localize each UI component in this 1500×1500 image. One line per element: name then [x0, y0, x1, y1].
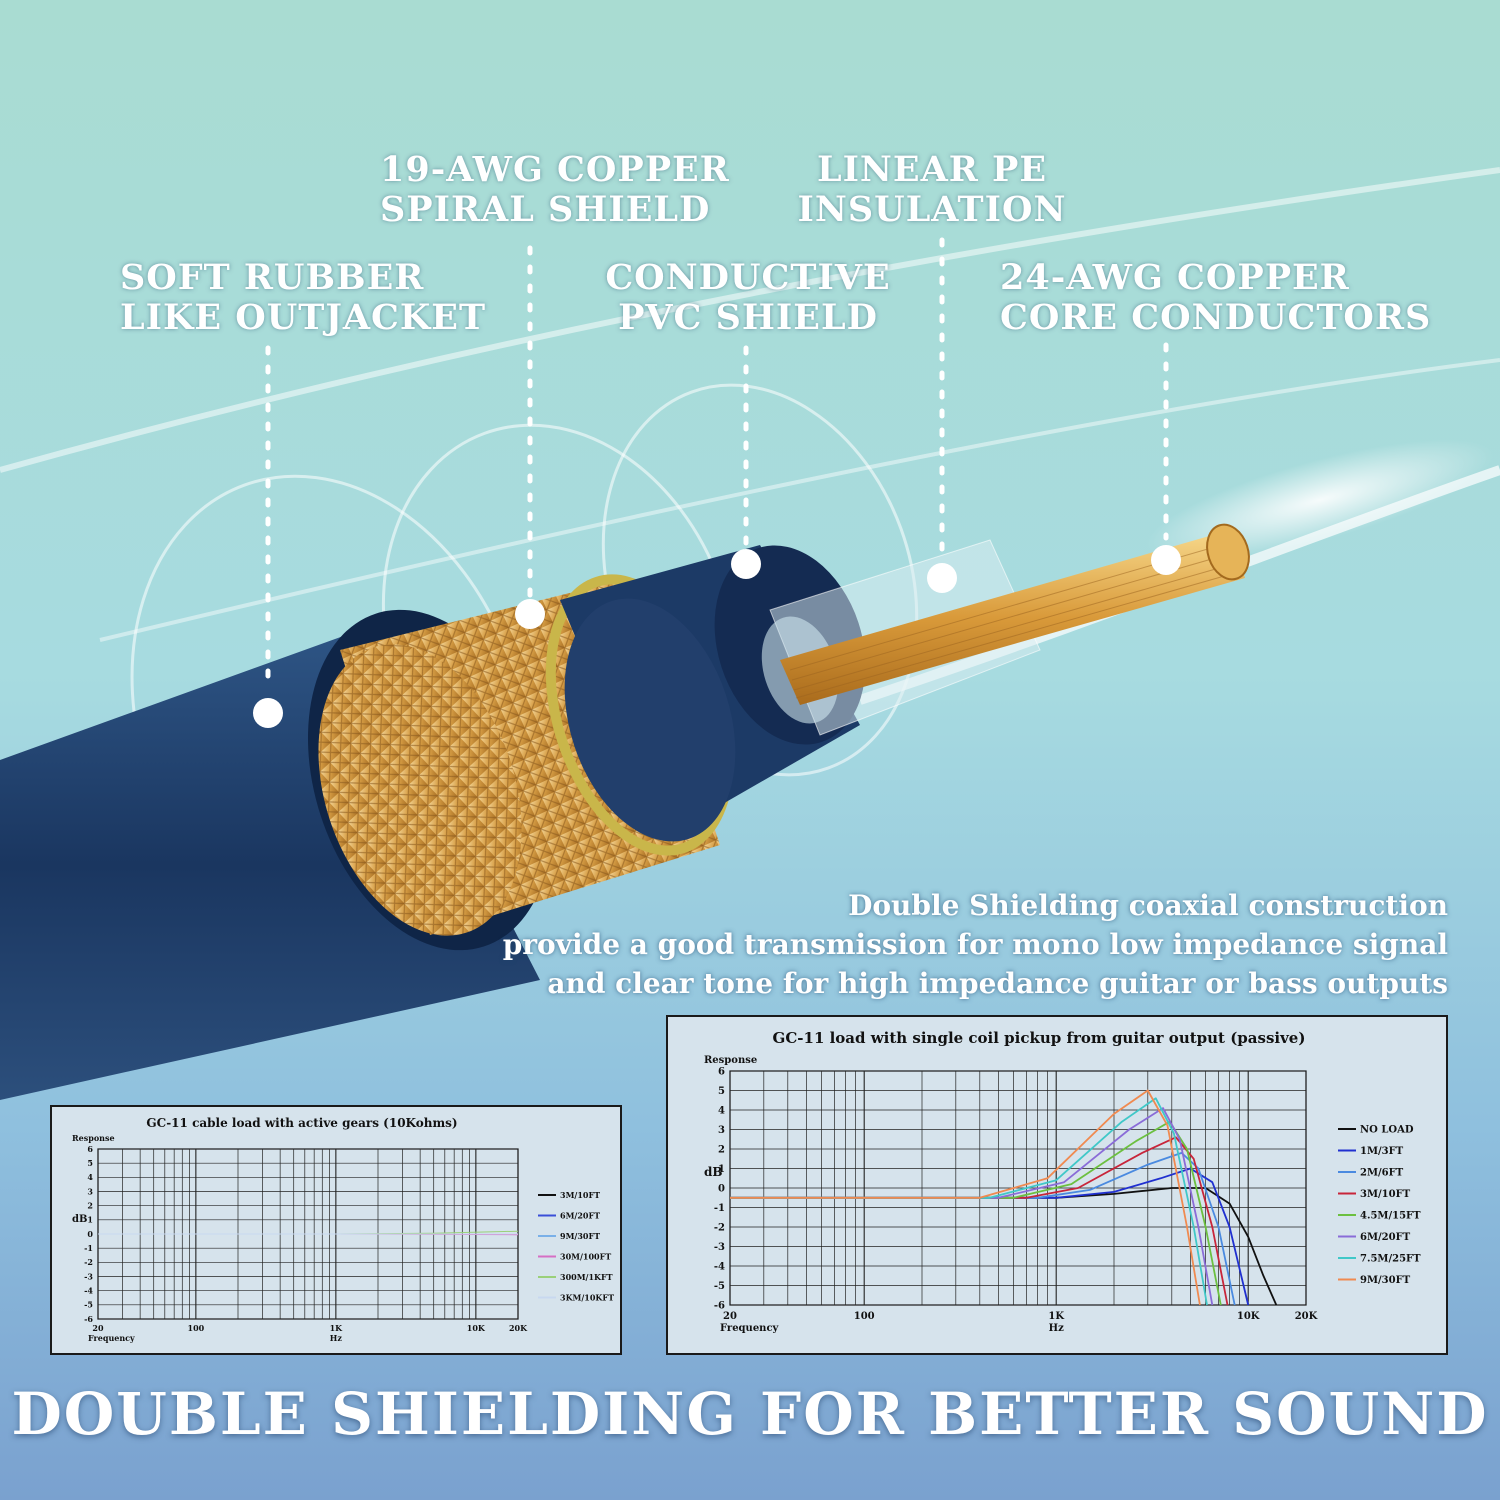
- y-tick-label: -1: [714, 1203, 725, 1214]
- y-tick-label: 2: [87, 1200, 93, 1210]
- y-tick-label: -2: [714, 1223, 725, 1234]
- y-tick-label: 4: [718, 1106, 725, 1117]
- chart-single-coil: GC-11 load with single coil pickup from …: [666, 1015, 1448, 1355]
- x-axis-label: Frequency: [720, 1323, 780, 1334]
- x-tick-label: 1K: [1048, 1311, 1064, 1322]
- label-pvc-shield-line1: CONDUCTIVE: [605, 257, 891, 298]
- y-tick-label: -4: [84, 1285, 93, 1295]
- legend-label-2: 9M/30FT: [560, 1231, 600, 1241]
- label-core-line2: CORE CONDUCTORS: [1000, 297, 1432, 338]
- legend-label-1: 1M/3FT: [1360, 1146, 1404, 1157]
- x-tick-label: 10K: [467, 1323, 486, 1333]
- y-tick-label: 1: [718, 1164, 725, 1175]
- x-tick-label: 20K: [1295, 1311, 1318, 1322]
- legend-label-4: 4.5M/15FT: [1360, 1211, 1421, 1222]
- y-tick-label: -1: [84, 1243, 93, 1253]
- y-tick-label: 5: [87, 1158, 93, 1168]
- legend-label-3: 30M/100FT: [560, 1251, 611, 1261]
- y-tick-label: 0: [718, 1184, 725, 1195]
- legend-label-5: 3KM/10KFT: [560, 1292, 614, 1302]
- legend-label-0: 3M/10FT: [560, 1190, 600, 1200]
- y-tick-label: -6: [84, 1314, 93, 1324]
- y-tick-label: -2: [84, 1257, 93, 1267]
- legend-label-2: 2M/6FT: [1360, 1168, 1404, 1179]
- y-tick-label: 1: [87, 1215, 93, 1225]
- label-outjacket-line2: LIKE OUTJACKET: [120, 297, 487, 338]
- y-tick-label: 6: [718, 1067, 725, 1078]
- y-tick-label: -4: [714, 1262, 725, 1273]
- y-tick-label: 4: [87, 1172, 93, 1182]
- legend-label-3: 3M/10FT: [1360, 1189, 1411, 1200]
- x-axis-label: Frequency: [88, 1333, 135, 1343]
- series-line-7: [730, 1089, 1201, 1306]
- x-tick-label: 20: [723, 1311, 737, 1322]
- y-tick-label: 5: [718, 1086, 725, 1097]
- series-line-1: [730, 1167, 1250, 1306]
- label-pvc-shield: CONDUCTIVE PVC SHIELD: [598, 258, 898, 338]
- y-tick-label: -6: [714, 1301, 725, 1312]
- label-spiral-shield: 19-AWG COPPER SPIRAL SHIELD: [380, 149, 730, 230]
- x-tick-label: 20K: [509, 1323, 528, 1333]
- label-outjacket: SOFT RUBBER LIKE OUTJACKET: [120, 257, 487, 338]
- y-axis-top-label: Response: [72, 1133, 115, 1143]
- series-line-5: [730, 1107, 1214, 1306]
- x-tick-label: 100: [188, 1323, 205, 1333]
- chart-single-coil-plot: GC-11 load with single coil pickup from …: [704, 1029, 1421, 1334]
- x-axis-unit: Hz: [330, 1333, 343, 1343]
- legend-label-7: 9M/30FT: [1360, 1275, 1411, 1286]
- description-text: Double Shielding coaxial construction pr…: [503, 886, 1448, 1003]
- y-tick-label: 2: [718, 1145, 725, 1156]
- x-tick-label: 20: [92, 1323, 104, 1333]
- y-tick-label: -3: [84, 1271, 93, 1281]
- legend-label-5: 6M/20FT: [1360, 1232, 1411, 1243]
- y-tick-label: 6: [87, 1144, 93, 1154]
- label-pe-insulation-line2: INSULATION: [797, 189, 1067, 230]
- label-core-conductors: 24-AWG COPPER CORE CONDUCTORS: [1000, 257, 1432, 338]
- y-axis-label: dB: [704, 1165, 723, 1179]
- legend-label-0: NO LOAD: [1360, 1125, 1414, 1136]
- x-tick-label: 100: [854, 1311, 875, 1322]
- series-line-4: [730, 1120, 1222, 1306]
- label-spiral-shield-line1: 19-AWG COPPER: [380, 149, 730, 190]
- label-pvc-shield-line2: PVC SHIELD: [618, 297, 878, 338]
- label-pe-insulation: LINEAR PE INSULATION: [782, 150, 1082, 230]
- chart-title: GC-11 cable load with active gears (10Ko…: [146, 1116, 457, 1130]
- description-line-3: and clear tone for high impedance guitar…: [547, 967, 1448, 1000]
- chart-active-gears: GC-11 cable load with active gears (10Ko…: [50, 1105, 622, 1355]
- series-line-6: [730, 1097, 1208, 1306]
- y-tick-label: 0: [87, 1229, 93, 1239]
- y-tick-label: -5: [714, 1281, 725, 1292]
- series-line-3: [730, 1136, 1229, 1306]
- label-outjacket-line1: SOFT RUBBER: [120, 257, 425, 298]
- headline: DOUBLE SHIELDING FOR BETTER SOUND: [11, 1380, 1489, 1448]
- x-tick-label: 1K: [330, 1323, 344, 1333]
- legend-label-1: 6M/20FT: [560, 1210, 600, 1220]
- description-line-1: Double Shielding coaxial construction: [848, 889, 1448, 922]
- y-tick-label: -3: [714, 1242, 725, 1253]
- y-tick-label: 3: [718, 1125, 725, 1136]
- y-axis-top-label: Response: [704, 1055, 757, 1066]
- series-line-2: [730, 1151, 1236, 1306]
- y-tick-label: 3: [87, 1186, 93, 1196]
- y-axis-label: dB: [72, 1214, 87, 1225]
- label-spiral-shield-line2: SPIRAL SHIELD: [380, 189, 711, 230]
- x-tick-label: 10K: [1237, 1311, 1260, 1322]
- legend-label-4: 300M/1KFT: [560, 1272, 613, 1282]
- label-core-line1: 24-AWG COPPER: [1000, 257, 1350, 298]
- chart-active-gears-plot: GC-11 cable load with active gears (10Ko…: [72, 1116, 614, 1343]
- legend-label-6: 7.5M/25FT: [1360, 1254, 1421, 1265]
- description-line-2: provide a good transmission for mono low…: [502, 928, 1448, 961]
- x-axis-unit: Hz: [1049, 1323, 1064, 1334]
- label-pe-insulation-line1: LINEAR PE: [816, 149, 1048, 190]
- y-tick-label: -5: [84, 1300, 93, 1310]
- chart-title: GC-11 load with single coil pickup from …: [773, 1029, 1306, 1047]
